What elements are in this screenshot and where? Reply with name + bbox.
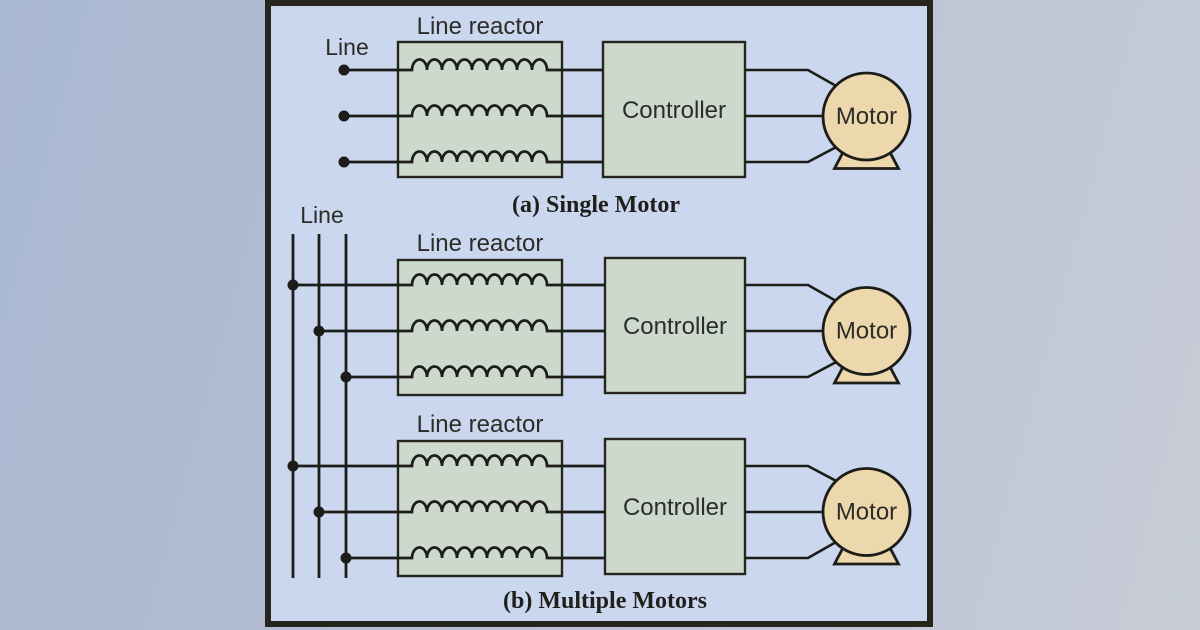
motor-symbol-a: Motor	[821, 71, 912, 170]
motor-feed-wire	[745, 283, 837, 302]
circuit-diagram-panel: Line Line reactor Controller	[265, 0, 933, 627]
motor-feed-wire	[745, 146, 837, 164]
line-reactor-label-b1: Line reactor	[417, 230, 544, 257]
phase-wire-coil	[346, 365, 605, 379]
line-reactor-label-a: Line reactor	[417, 13, 544, 40]
controller-box-b1	[603, 256, 747, 395]
junction-dot	[313, 325, 325, 337]
phase-wire-coil	[344, 150, 603, 164]
junction-dot	[340, 552, 352, 564]
motor-branch-1: Line reactor Controller Motor	[287, 230, 912, 397]
motor-symbol-b2: Motor	[821, 467, 912, 566]
junction-dot	[313, 506, 325, 518]
section-a: Line Line reactor Controller	[325, 13, 912, 218]
line-reactor-label-b2: Line reactor	[417, 411, 544, 438]
phase-wire-coil	[293, 454, 605, 468]
motor-body	[821, 286, 912, 376]
motor-label-b2: Motor	[836, 499, 897, 526]
junction-dot	[338, 64, 350, 76]
motor-label-b1: Motor	[836, 318, 897, 345]
junction-dot	[338, 156, 350, 168]
phase-wire-coil	[344, 104, 603, 118]
motor-body	[821, 71, 912, 162]
line-label-b: Line	[300, 202, 343, 228]
phase-wire-coil	[344, 58, 603, 72]
motor-symbol-b1: Motor	[821, 286, 912, 385]
phase-wire-coil	[319, 319, 605, 333]
line-reactor-box-b1	[396, 258, 564, 397]
junction-dot	[338, 110, 350, 122]
phase-wire-coil	[346, 546, 605, 560]
controller-label-b2: Controller	[623, 494, 727, 521]
line-label-a: Line	[325, 34, 368, 60]
section-b: Line Line reactor Controller	[287, 202, 912, 614]
motor-feed-wire	[745, 541, 837, 560]
panel-frame	[265, 0, 933, 627]
line-reactor-box-b2	[396, 439, 564, 578]
caption-b: (b) Multiple Motors	[503, 588, 707, 614]
line-reactor-box-a	[396, 40, 564, 179]
motor-feed-wire	[745, 464, 837, 482]
caption-a: (a) Single Motor	[512, 192, 680, 218]
junction-dot	[340, 371, 352, 383]
phase-wire-coil	[293, 273, 605, 287]
motor-branch-2: Line reactor Controller Motor	[287, 411, 912, 578]
controller-box-a	[601, 40, 747, 179]
motor-body	[821, 467, 912, 557]
controller-label-a: Controller	[622, 97, 726, 124]
motor-feed-wire	[745, 361, 837, 379]
motor-feed-wire	[745, 68, 837, 87]
junction-dot	[287, 279, 299, 291]
controller-label-b1: Controller	[623, 313, 727, 340]
phase-wire-coil	[319, 500, 605, 514]
junction-dot	[287, 460, 299, 472]
controller-box-b2	[603, 437, 747, 576]
motor-label-a: Motor	[836, 103, 897, 130]
